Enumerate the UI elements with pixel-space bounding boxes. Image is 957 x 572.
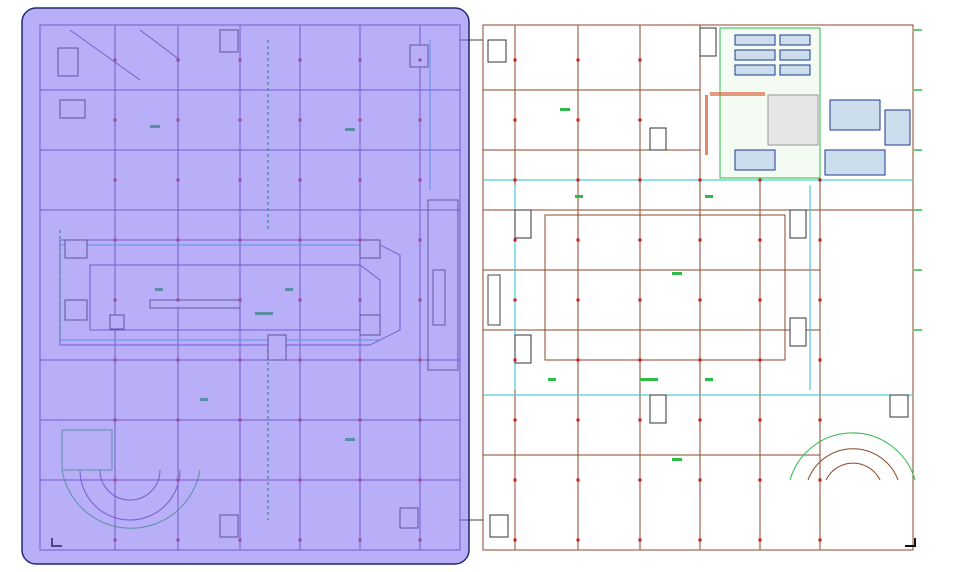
column-dot xyxy=(758,298,762,302)
column-dot xyxy=(698,238,702,242)
column-dot xyxy=(818,298,822,302)
column-dot xyxy=(638,418,642,422)
column-dot xyxy=(513,418,517,422)
column-dot xyxy=(698,538,702,542)
column-dot xyxy=(818,418,822,422)
column-dot xyxy=(818,178,822,182)
column-dot xyxy=(513,58,517,62)
column-dot xyxy=(576,238,580,242)
column-dot xyxy=(638,298,642,302)
column-dot xyxy=(698,418,702,422)
column-dot xyxy=(698,358,702,362)
column-dot xyxy=(576,298,580,302)
column-dot xyxy=(758,358,762,362)
column-dot xyxy=(576,418,580,422)
column-dot xyxy=(758,418,762,422)
column-dot xyxy=(576,178,580,182)
column-dot xyxy=(818,478,822,482)
right-building xyxy=(482,24,916,551)
column-dot xyxy=(758,538,762,542)
column-dot xyxy=(818,238,822,242)
column-dot xyxy=(698,178,702,182)
column-dot xyxy=(638,478,642,482)
column-dot xyxy=(576,538,580,542)
column-dot xyxy=(513,238,517,242)
column-dot xyxy=(638,538,642,542)
column-dot xyxy=(638,58,642,62)
column-dot xyxy=(818,538,822,542)
column-dot xyxy=(576,358,580,362)
column-dot xyxy=(576,58,580,62)
column-dot xyxy=(513,358,517,362)
column-dot xyxy=(513,478,517,482)
column-dot xyxy=(638,178,642,182)
column-dot xyxy=(698,298,702,302)
column-dot xyxy=(818,358,822,362)
column-dot xyxy=(513,118,517,122)
column-dot xyxy=(576,118,580,122)
column-dot xyxy=(513,538,517,542)
highlight-region xyxy=(21,7,470,565)
column-dot xyxy=(758,478,762,482)
column-dot xyxy=(698,478,702,482)
column-dot xyxy=(638,358,642,362)
column-dot xyxy=(638,118,642,122)
column-dot xyxy=(638,238,642,242)
column-dot xyxy=(576,478,580,482)
column-dot xyxy=(758,178,762,182)
column-dot xyxy=(513,298,517,302)
column-dot xyxy=(513,178,517,182)
column-dot xyxy=(758,238,762,242)
